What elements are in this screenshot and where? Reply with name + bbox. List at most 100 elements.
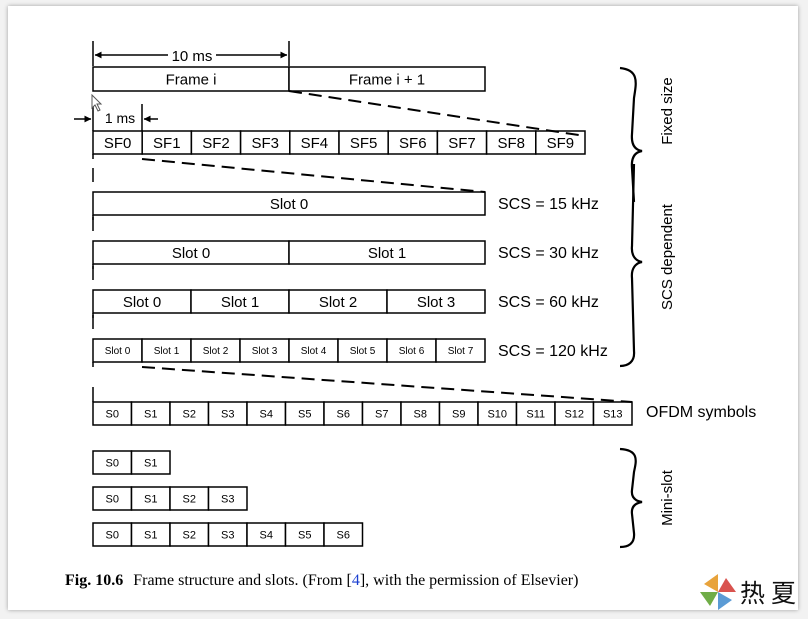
frame-duration-dimension: 10 ms [92, 41, 290, 66]
slot-label: Slot 2 [203, 346, 229, 357]
pinwheel-logo-icon [700, 574, 736, 610]
mini-slot-symbol-label: S2 [183, 493, 196, 505]
mini-slot-symbol-box [207, 486, 248, 511]
mini-slot-symbol-box [323, 522, 364, 547]
caption-text-before: Frame structure and slots. (From [ [133, 572, 352, 589]
subframe-label: SF2 [202, 135, 230, 152]
mini-slot-symbol-label: S1 [144, 457, 157, 469]
subframe-label: SF0 [104, 135, 132, 152]
subframes-row: SF0 SF1 SF2 SF3 SF4 SF5 SF6 SF7 SF8 SF9 [92, 130, 586, 159]
mini-slot-symbol-label: S0 [106, 529, 119, 541]
frame-duration-label: 10 ms [172, 48, 213, 65]
ofdm-symbol-label: S7 [375, 408, 388, 420]
ofdm-symbol-label: S9 [452, 408, 465, 420]
ofdm-symbol-label: S1 [144, 408, 157, 420]
scs-label: SCS = 30 kHz [498, 245, 599, 262]
subframe-label: SF3 [251, 135, 279, 152]
ofdm-symbol-label: S13 [603, 408, 623, 420]
subframe-duration-dimension: 1 ms [74, 104, 158, 131]
mini-slot-symbol-label: S0 [106, 457, 119, 469]
slot-label: Slot 7 [448, 346, 474, 357]
ofdm-symbol-label: S0 [106, 408, 119, 420]
ofdm-symbol-label: S4 [260, 408, 273, 420]
subframe-label: SF5 [350, 135, 378, 152]
subframe-label: SF8 [497, 135, 525, 152]
subframe-label: SF7 [448, 135, 476, 152]
zoom-line-subframe-to-slot [141, 158, 486, 193]
subframe-label: SF4 [301, 135, 329, 152]
mini-slot-label: Mini-slot [659, 469, 676, 526]
slot-label: Slot 1 [368, 245, 406, 262]
scs-label: SCS = 15 kHz [498, 196, 599, 213]
zoom-lines [141, 90, 633, 403]
subframe-duration-label: 1 ms [105, 110, 135, 126]
mini-slot-symbol-label: S0 [106, 493, 119, 505]
caption-label: Fig. 10.6 [65, 572, 124, 589]
frame-label: Frame i + 1 [349, 71, 425, 88]
subframe-label: SF1 [153, 135, 181, 152]
zoom-line-slot-to-symbols [141, 366, 633, 403]
scs-label: SCS = 120 kHz [498, 343, 608, 360]
slot-label: Slot 2 [319, 294, 357, 311]
ofdm-symbol-label: S3 [221, 408, 234, 420]
ofdm-symbol-box [592, 401, 633, 426]
subframe-label: SF9 [547, 135, 575, 152]
ofdm-symbol-label: S11 [526, 408, 545, 420]
slot-label: Slot 3 [252, 346, 278, 357]
mini-slot-symbol-box [130, 450, 171, 475]
mini-slot-symbol-label: S1 [144, 493, 157, 505]
ofdm-symbol-label: S12 [564, 408, 584, 420]
figure-caption: Fig. 10.6 Frame structure and slots. (Fro… [65, 572, 578, 590]
subframe-box [535, 130, 586, 155]
mini-slot-symbol-label: S6 [337, 529, 350, 541]
mouse-cursor-icon [91, 94, 103, 112]
brace-scs-dependent: SCS dependent [619, 163, 676, 368]
scs-label: SCS = 60 kHz [498, 294, 599, 311]
caption-reference-link[interactable]: 4 [351, 572, 360, 589]
brace-fixed-size: Fixed size [619, 66, 676, 203]
ofdm-symbol-label: S2 [183, 408, 196, 420]
slot-label: Slot 4 [301, 346, 327, 357]
slot-box [435, 338, 486, 363]
slot-label: Slot 6 [399, 346, 425, 357]
ofdm-symbols-label: OFDM symbols [646, 404, 756, 421]
slot-label: Slot 1 [154, 346, 180, 357]
ofdm-symbols-row: S0 S1 S2 S3 S4 S5 S6 S7 S8 S9 S10 S11 S12 S13 [92, 387, 633, 426]
mini-slot-symbol-label: S3 [221, 493, 234, 505]
slot-label: Slot 0 [123, 294, 161, 311]
brace-mini-slot: Mini-slot [619, 447, 676, 549]
slot-label: Slot 1 [221, 294, 259, 311]
mini-slot-symbol-label: S3 [221, 529, 234, 541]
slot-label: Slot 0 [270, 196, 308, 213]
ofdm-symbol-label: S8 [414, 408, 427, 420]
mini-slot-symbol-label: S4 [260, 529, 273, 541]
frame-box [92, 66, 290, 92]
ofdm-symbol-label: S6 [337, 408, 350, 420]
zoom-line-frame-to-subframes [288, 90, 586, 137]
fixed-size-label: Fixed size [659, 77, 676, 145]
frames-row: Frame i Frame i + 1 [92, 66, 486, 92]
watermark: 热夏 [696, 570, 802, 614]
caption-text-after: ], with the permission of Elsevier) [359, 572, 579, 589]
slot-label: Slot 0 [105, 346, 131, 357]
slot-box [288, 240, 486, 265]
mini-slot-symbol-label: S1 [144, 529, 157, 541]
slot-label: Slot 0 [172, 245, 210, 262]
ofdm-symbol-label: S10 [487, 408, 507, 420]
ofdm-symbol-label: S5 [298, 408, 311, 420]
frame-box [288, 66, 486, 92]
slot-label: Slot 5 [350, 346, 376, 357]
slot-box [386, 289, 486, 314]
watermark-text: 热夏 [740, 579, 803, 608]
scs-dependent-label: SCS dependent [659, 203, 676, 310]
mini-slot-symbol-label: S5 [298, 529, 311, 541]
mini-slot-symbol-label: S2 [183, 529, 196, 541]
frame-label: Frame i [166, 71, 217, 88]
subframe-label: SF6 [399, 135, 427, 152]
slot-label: Slot 3 [417, 294, 455, 311]
slot-box [92, 191, 486, 216]
